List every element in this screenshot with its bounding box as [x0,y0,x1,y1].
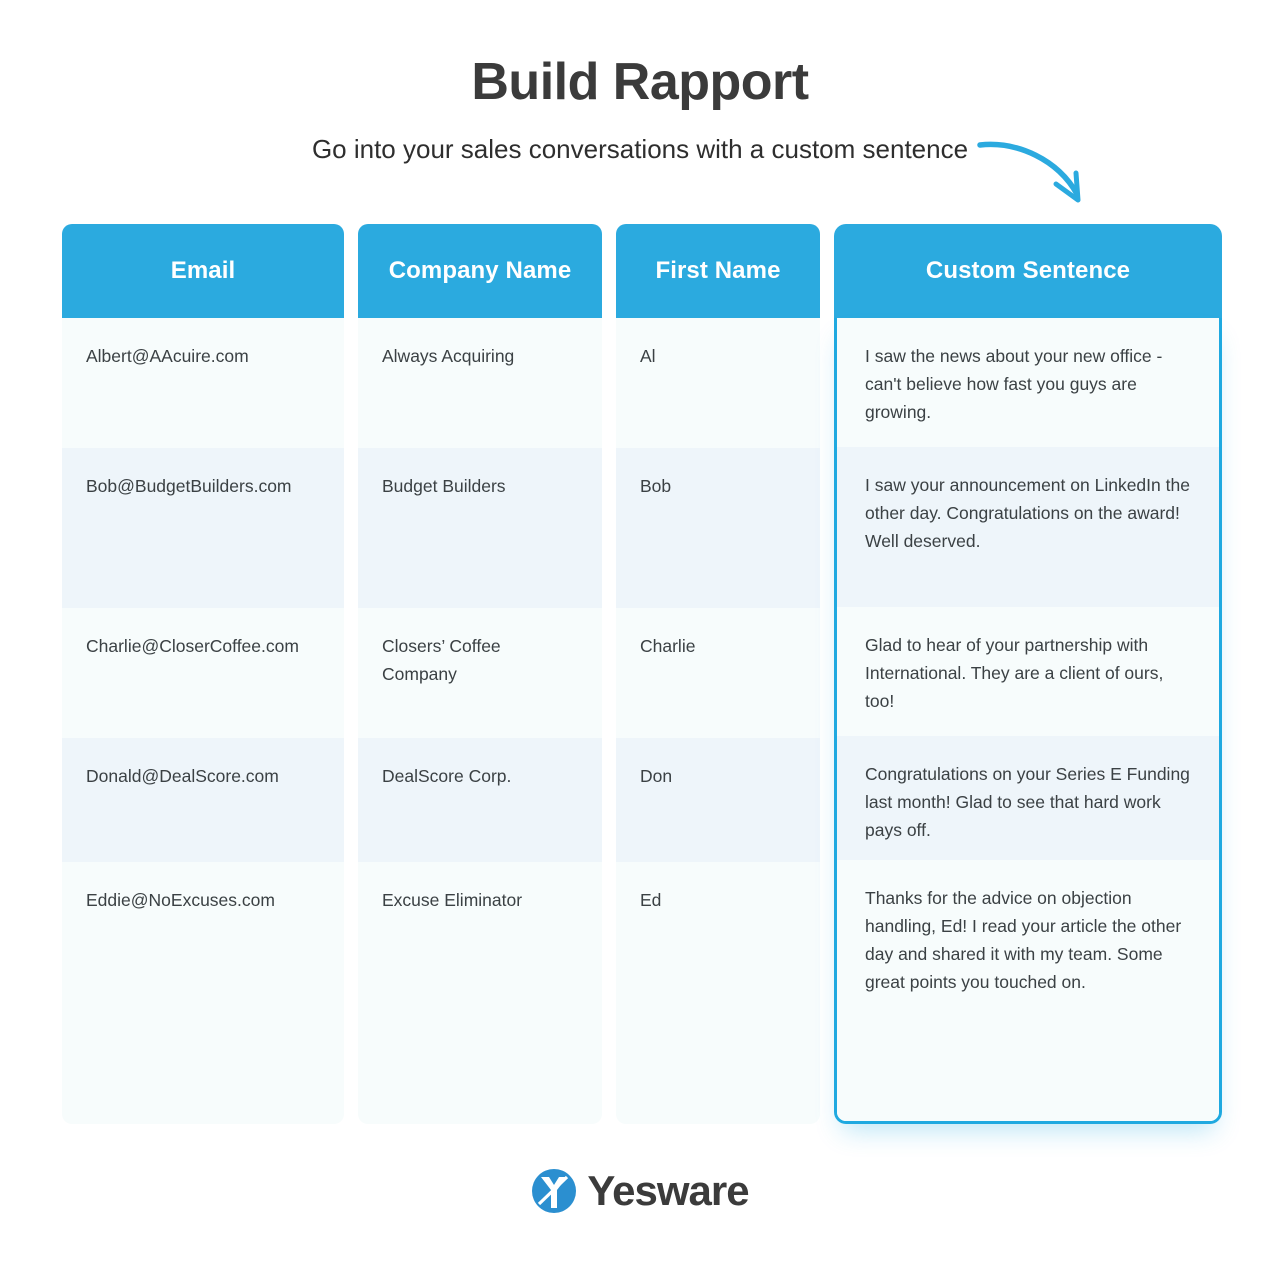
table-cell: Charlie [616,608,820,738]
table-column-company: Company Name Always Acquiring Budget Bui… [358,224,602,1124]
table-column-first-name: First Name Al Bob Charlie Don Ed [616,224,820,1124]
table-cell: Excuse Eliminator [358,862,602,1124]
table-cell: Albert@AAcuire.com [62,318,344,448]
rapport-table: Email Albert@AAcuire.com Bob@BudgetBuild… [62,224,1222,1124]
table-cell: Glad to hear of your partnership with In… [837,607,1219,737]
column-body-email: Albert@AAcuire.com Bob@BudgetBuilders.co… [62,318,344,1124]
column-header-first-name: First Name [616,224,820,318]
column-body-custom-sentence: I saw the news about your new office - c… [834,318,1222,1124]
table-cell: Always Acquiring [358,318,602,448]
table-cell: Donald@DealScore.com [62,737,344,863]
table-cell: I saw the news about your new office - c… [837,318,1219,448]
table-cell: Bob [616,447,820,609]
table-cell: Bob@BudgetBuilders.com [62,447,344,609]
curved-arrow-icon [977,141,1081,203]
table-column-custom-sentence: Custom Sentence I saw the news about you… [834,224,1222,1124]
table-cell: Congratulations on your Series E Funding… [837,736,1219,861]
brand-name: Yesware [587,1167,749,1214]
table-cell: Ed [616,862,820,1124]
table-cell: Budget Builders [358,447,602,609]
table-cell: Al [616,318,820,448]
table-cell: Don [616,737,820,863]
yesware-logo-icon [532,1169,577,1213]
page-subtitle: Go into your sales conversations with a … [311,134,969,164]
table-cell: DealScore Corp. [358,737,602,863]
footer-logo: Yesware [0,1168,1280,1214]
column-header-company: Company Name [358,224,602,318]
column-body-company: Always Acquiring Budget Builders Closers… [358,318,602,1124]
column-header-email: Email [62,224,344,318]
table-column-email: Email Albert@AAcuire.com Bob@BudgetBuild… [62,224,344,1124]
table-cell: Thanks for the advice on objection handl… [837,860,1219,1121]
table-cell: I saw your announcement on LinkedIn the … [837,447,1219,608]
table-cell: Closers’ Coffee Company [358,608,602,738]
column-header-custom-sentence: Custom Sentence [834,224,1222,318]
table-cell: Eddie@NoExcuses.com [62,862,344,1124]
page-title: Build Rapport [471,53,809,111]
column-body-first-name: Al Bob Charlie Don Ed [616,318,820,1124]
table-cell: Charlie@CloserCoffee.com [62,608,344,738]
